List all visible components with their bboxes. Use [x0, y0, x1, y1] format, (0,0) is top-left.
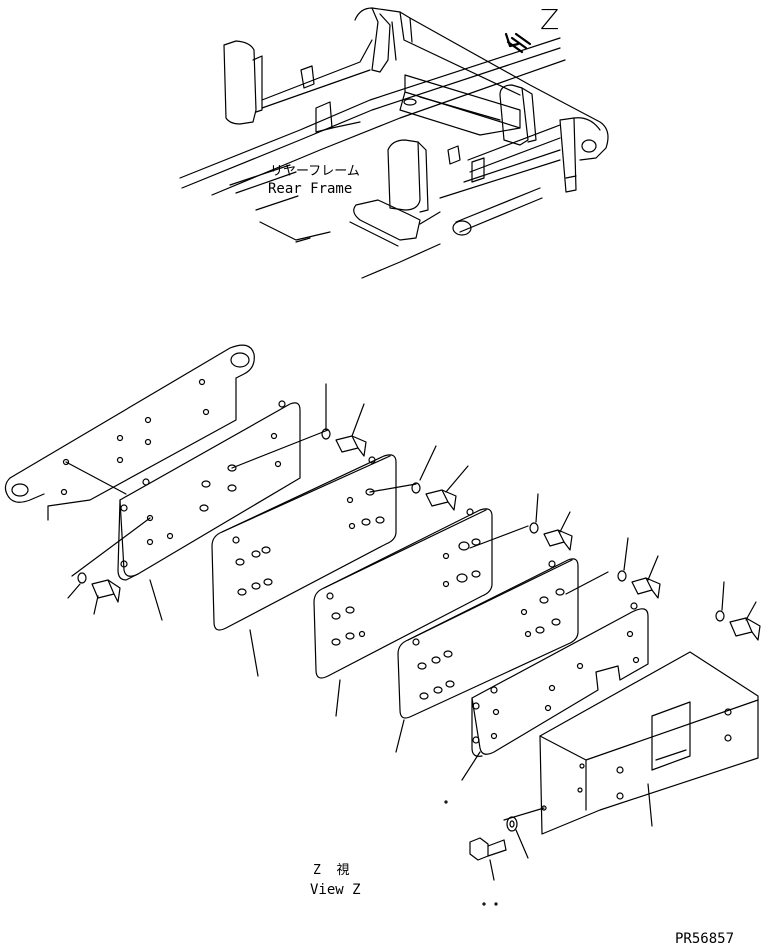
bolt-set-2 [412, 446, 468, 510]
bolt-set-left [68, 573, 120, 614]
view-caption-jp: Z 視 [313, 863, 350, 878]
rear-frame-label-en: Rear Frame [268, 181, 353, 197]
bolt-set-4 [618, 538, 660, 598]
rear-frame-label-jp: リヤーフレーム [270, 164, 360, 179]
view-caption-en: View Z [310, 882, 361, 898]
frame-mounting-plate [5, 345, 254, 520]
bolt-set-1 [322, 384, 366, 456]
weight-plate-3 [314, 509, 528, 716]
large-bolt-and-washer [470, 817, 528, 880]
view-direction-marker: Z [540, 3, 560, 36]
bolt-set-5 [716, 582, 760, 640]
drawing-code: PR56857 [675, 931, 735, 947]
rear-frame-illustration [180, 8, 608, 278]
weight-plate-5 [462, 603, 648, 780]
end-cover-box [504, 652, 758, 834]
weight-plate-4 [396, 559, 608, 752]
bolt-set-3 [530, 494, 572, 550]
weight-plate-2 [212, 455, 416, 676]
corner-marks [445, 801, 497, 905]
weight-plate-1 [72, 401, 328, 620]
